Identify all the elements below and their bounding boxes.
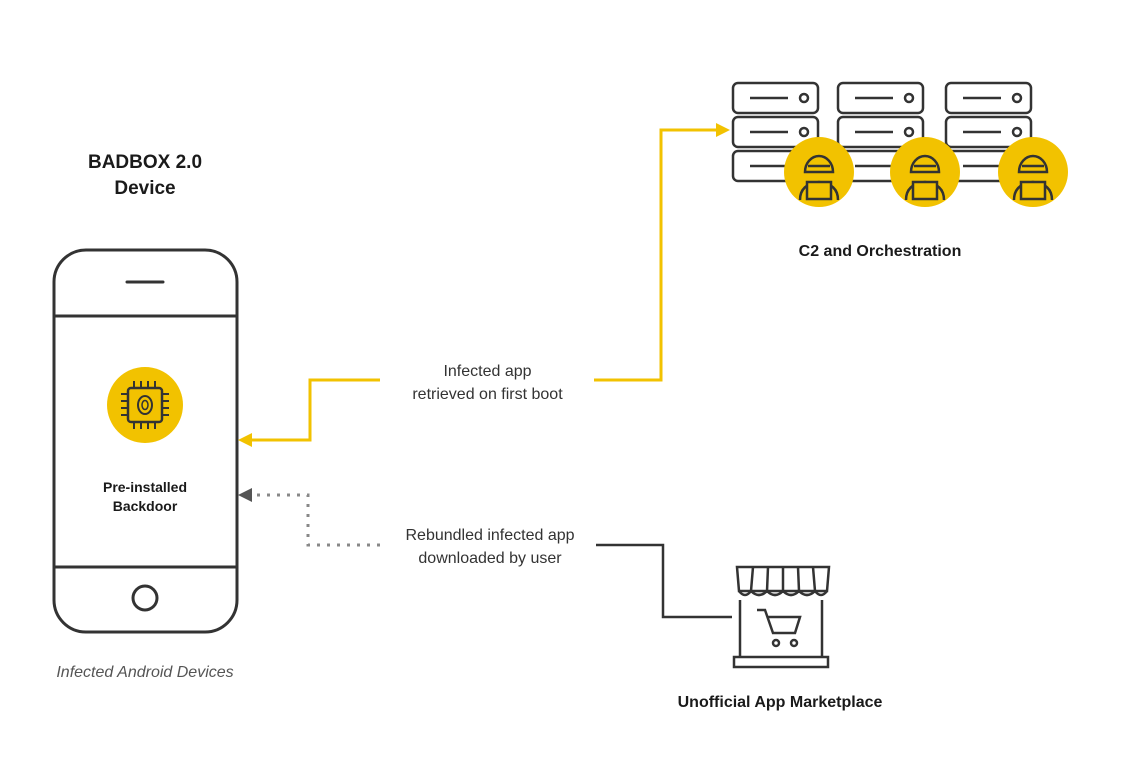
infected-app-label-line1: Infected app: [443, 363, 532, 380]
device-title-line2: Device: [114, 178, 176, 199]
hacker-icon: [890, 137, 960, 207]
storefront-icon: [732, 565, 831, 669]
device-title: BADBOX 2.0 Device: [80, 150, 210, 202]
hacker-icon: [784, 137, 854, 207]
phone-home-button: [131, 584, 159, 612]
rebundled-app-label-line2: downloaded by user: [418, 550, 562, 567]
infected-app-label: Infected app retrieved on first boot: [390, 360, 585, 406]
backdoor-label: Pre-installed Backdoor: [90, 478, 200, 516]
c2-label: C2 and Orchestration: [798, 243, 962, 260]
backdoor-label-line1: Pre-installed: [102, 479, 188, 495]
infected-app-label-line2: retrieved on first boot: [412, 386, 563, 403]
infected-arrowhead-phone: [238, 433, 252, 447]
device-caption: Infected Android Devices: [56, 664, 234, 681]
hacker-icon: [998, 137, 1068, 207]
marketplace-label: Unofficial App Marketplace: [677, 694, 883, 711]
backdoor-label-line2: Backdoor: [112, 498, 178, 514]
rebundled-app-label: Rebundled infected app downloaded by use…: [385, 524, 595, 570]
rebundled-app-flow: [254, 493, 380, 547]
rebundled-arrowhead-phone: [238, 488, 252, 502]
marketplace-flow-line: [596, 543, 732, 619]
server-rack-icon: [731, 81, 1033, 183]
device-title-line1: BADBOX 2.0: [87, 152, 203, 173]
rebundled-app-label-line1: Rebundled infected app: [405, 527, 575, 544]
infected-arrowhead-c2: [716, 123, 730, 137]
infected-app-flow: [245, 128, 722, 442]
chip-icon: [107, 367, 183, 443]
